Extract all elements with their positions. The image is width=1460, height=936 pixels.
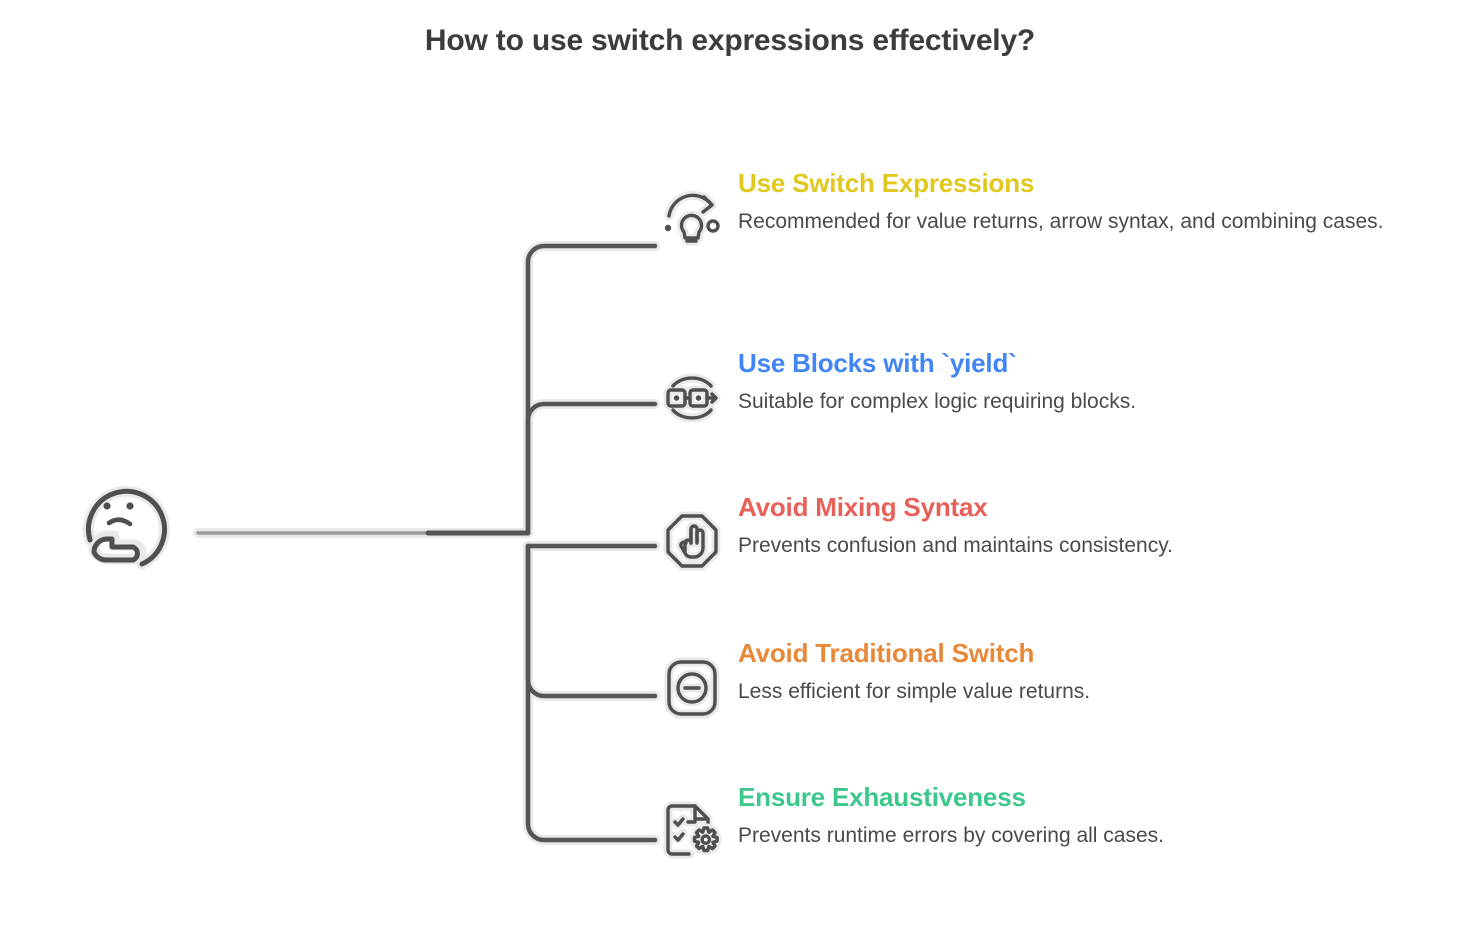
center-node[interactable] xyxy=(70,468,185,583)
branch-item[interactable]: Avoid Mixing Syntax Prevents confusion a… xyxy=(660,492,1420,574)
branch-description: Recommended for value returns, arrow syn… xyxy=(738,209,1384,233)
branch-description: Suitable for complex logic requiring blo… xyxy=(738,389,1137,413)
branch-title: Use Blocks with `yield` xyxy=(738,348,1017,378)
page-title: How to use switch expressions effectivel… xyxy=(424,24,1036,57)
branch-description: Prevents runtime errors by covering all … xyxy=(738,823,1164,847)
branch-text: Use Blocks with `yield` Suitable for com… xyxy=(738,348,1420,415)
blocks-flow-arrow-icon xyxy=(660,366,724,430)
checklist-gear-icon xyxy=(660,800,724,864)
branch-title: Use Switch Expressions xyxy=(738,168,1035,198)
branch-title: Ensure Exhaustiveness xyxy=(738,782,1026,812)
thinking-face-icon xyxy=(82,485,170,570)
minus-circle-square-icon xyxy=(660,656,724,720)
branch-item[interactable]: Use Blocks with `yield` Suitable for com… xyxy=(660,348,1420,430)
branch-item[interactable]: Ensure Exhaustiveness Prevents runtime e… xyxy=(660,782,1420,864)
branch-text: Ensure Exhaustiveness Prevents runtime e… xyxy=(738,782,1420,849)
branch-text: Avoid Traditional Switch Less efficient … xyxy=(738,638,1420,705)
branch-item[interactable]: Use Switch Expressions Recommended for v… xyxy=(660,168,1420,250)
branch-description: Less efficient for simple value returns. xyxy=(738,679,1091,703)
branch-text: Use Switch Expressions Recommended for v… xyxy=(738,168,1420,235)
branch-description: Prevents confusion and maintains consist… xyxy=(738,533,1174,557)
stop-hand-octagon-icon xyxy=(660,510,724,574)
branch-text: Avoid Mixing Syntax Prevents confusion a… xyxy=(738,492,1420,559)
branch-title: Avoid Traditional Switch xyxy=(738,638,1035,668)
lightbulb-refresh-icon xyxy=(660,186,724,250)
branch-title: Avoid Mixing Syntax xyxy=(738,492,988,522)
branch-item[interactable]: Avoid Traditional Switch Less efficient … xyxy=(660,638,1420,720)
